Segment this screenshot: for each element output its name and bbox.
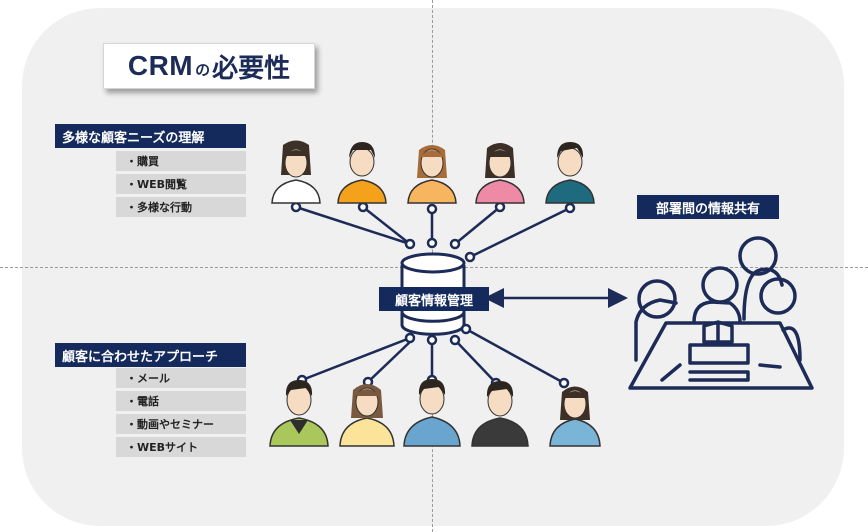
share-label: 部署間の情報共有 <box>637 195 779 219</box>
customer-person-icon <box>339 384 395 447</box>
approach-item-video: ・動画やセミナー <box>116 414 246 434</box>
customer-person-icon <box>407 145 457 204</box>
needs-item-purchase: ・購買 <box>116 151 246 171</box>
customer-person-icon <box>269 380 329 447</box>
meeting-icon <box>628 236 814 390</box>
approach-item-website: ・WEBサイト <box>116 437 246 457</box>
customer-person-icon <box>337 142 387 204</box>
approach-item-phone: ・電話 <box>116 391 246 411</box>
title-rest: 必要性 <box>212 53 291 84</box>
customer-person-icon <box>549 386 601 447</box>
customer-person-icon <box>471 381 529 447</box>
title-particle: の <box>195 60 211 79</box>
customer-person-icon <box>545 142 595 204</box>
page-title: CRM の 必要性 <box>103 43 315 89</box>
customer-person-icon <box>403 379 461 447</box>
connectors-top <box>295 205 571 385</box>
needs-item-behavior: ・多様な行動 <box>116 197 246 217</box>
approach-heading: 顧客に合わせたアプローチ <box>55 343 246 367</box>
title-main: CRM <box>127 50 194 81</box>
customer-person-icon <box>271 140 321 204</box>
center-label: 顧客情報管理 <box>379 287 489 311</box>
needs-heading: 多様な顧客ニーズの理解 <box>55 124 246 148</box>
connector-dots <box>290 201 576 389</box>
needs-item-web: ・WEB閲覧 <box>116 174 246 194</box>
customer-person-icon <box>475 143 525 204</box>
approach-item-mail: ・メール <box>116 368 246 388</box>
